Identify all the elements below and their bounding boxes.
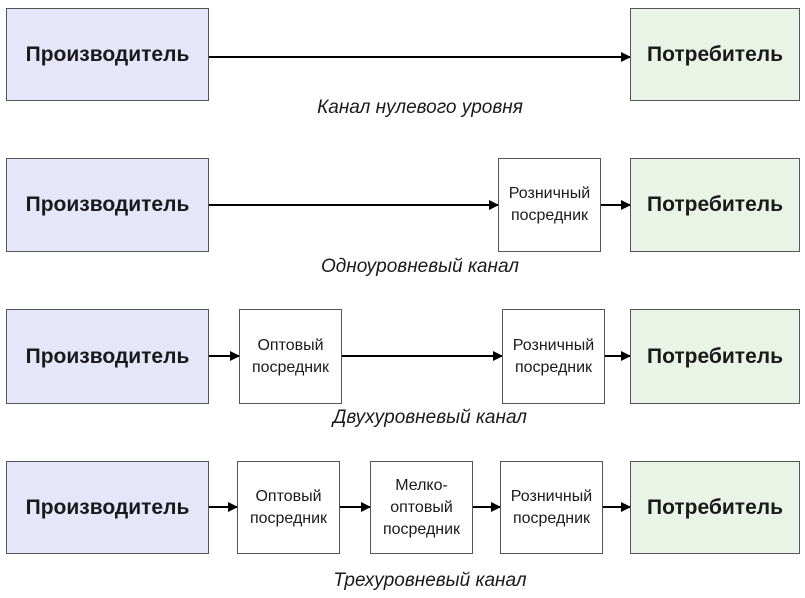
consumer-label: Потребитель [646,42,783,66]
producer-box: Производитель [6,8,209,101]
producer-box: Производитель [6,158,209,252]
retail-intermediary-box: Розничный посредник [502,309,605,404]
consumer-label: Потребитель [646,495,783,519]
consumer-box: Потребитель [630,8,800,101]
wholesale-intermediary-box: Оптовый посредник [237,461,340,554]
consumer-label: Потребитель [646,344,783,368]
channel-caption: Одноуровневый канал [320,256,520,277]
wholesale-intermediary-label: Оптовый посредник [249,487,328,527]
small-wholesale-intermediary-label: Мелко- оптовый посредник [382,476,461,538]
channel-caption: Канал нулевого уровня [317,97,523,118]
producer-label: Производитель [25,495,190,519]
producer-box: Производитель [6,461,209,554]
retail-intermediary-box: Розничный посредник [500,461,603,554]
small-wholesale-intermediary-box: Мелко- оптовый посредник [370,461,473,554]
consumer-label: Потребитель [646,193,783,216]
producer-label: Производитель [25,42,190,66]
consumer-box: Потребитель [630,158,800,252]
retail-intermediary-label: Розничный посредник [512,336,595,376]
retail-intermediary-box: Розничный посредник [498,158,601,252]
producer-label: Производитель [25,193,190,216]
retail-intermediary-label: Розничный посредник [508,185,591,224]
consumer-box: Потребитель [630,461,800,554]
retail-intermediary-label: Розничный посредник [510,487,593,527]
producer-label: Производитель [25,344,190,368]
channel-caption: Двухуровневый канал [332,407,528,428]
producer-box: Производитель [6,309,209,404]
wholesale-intermediary-label: Оптовый посредник [251,336,330,376]
channel-caption: Трехуровневый канал [333,570,527,591]
consumer-box: Потребитель [630,309,800,404]
wholesale-intermediary-box: Оптовый посредник [239,309,342,404]
